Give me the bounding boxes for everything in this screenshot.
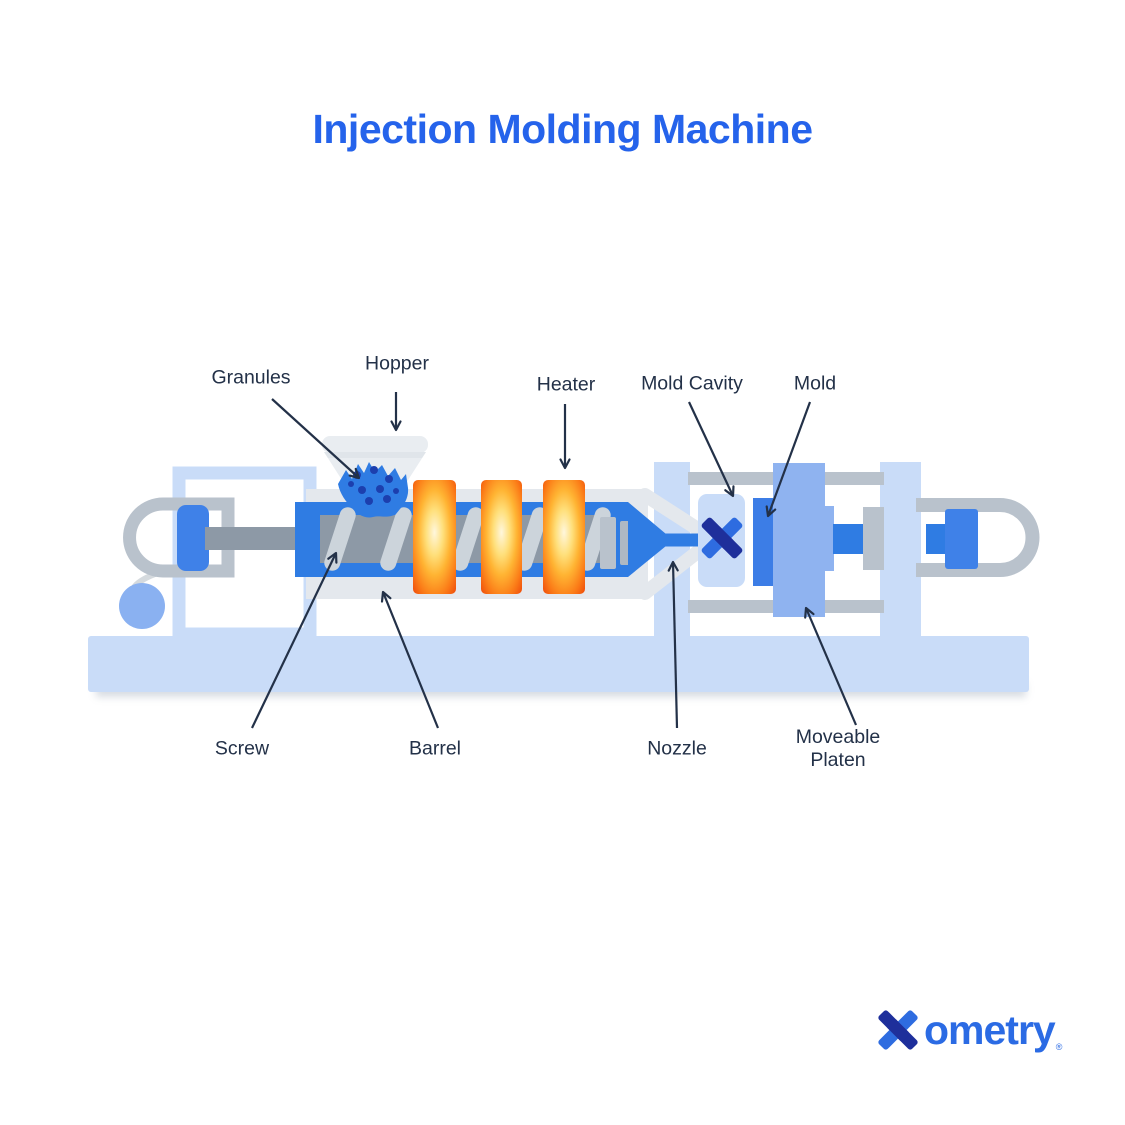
right-clamp-cylinder <box>916 498 1040 577</box>
screw-arrow <box>251 551 338 729</box>
injection-piston <box>177 505 209 571</box>
left-clamp-cylinder <box>123 497 235 578</box>
mold-arrow <box>765 401 812 518</box>
granules-arrow <box>271 398 361 480</box>
label-barrel: Barrel <box>408 737 462 760</box>
heater-bands <box>413 480 585 594</box>
label-hopper: Hopper <box>365 352 429 375</box>
mold-part <box>753 498 774 586</box>
xometry-x-icon <box>878 1010 918 1050</box>
barrel-arrow <box>380 590 440 729</box>
callout-arrows <box>251 392 858 729</box>
label-heater: Heater <box>536 373 596 396</box>
xometry-wordmark: ometry <box>924 1006 1056 1053</box>
heater-band-1 <box>413 480 456 594</box>
mold-cavity-arrow <box>688 401 735 498</box>
nozzle-arrow <box>667 560 679 729</box>
heater-band-2 <box>481 480 522 594</box>
label-moveable-platen: Moveable Platen <box>795 726 881 771</box>
hydraulic-accumulator <box>119 583 165 629</box>
heater-band-3 <box>543 480 585 594</box>
page-title: Injection Molding Machine <box>312 106 814 152</box>
label-screw: Screw <box>214 737 270 760</box>
label-mold-cavity: Mold Cavity <box>641 372 743 395</box>
platen-guide-block <box>863 507 884 570</box>
moveable-platen-part <box>773 463 834 617</box>
label-granules: Granules <box>211 366 291 389</box>
label-mold: Mold <box>793 372 837 395</box>
moveable-platen-arrow <box>804 606 858 726</box>
registered-mark: ® <box>1055 1042 1063 1052</box>
screw-end-cap <box>600 517 616 569</box>
clamp-end-frame-column <box>880 462 921 640</box>
machine-base <box>88 636 1029 692</box>
clamp-piston <box>945 509 978 569</box>
label-nozzle: Nozzle <box>647 737 707 760</box>
clamp-rod <box>926 524 948 554</box>
xometry-logo: ometry ® <box>870 1002 1062 1058</box>
nozzle-part <box>628 502 706 577</box>
mold-cavity-x-logo <box>701 517 743 559</box>
stationary-platen-column <box>654 462 690 640</box>
